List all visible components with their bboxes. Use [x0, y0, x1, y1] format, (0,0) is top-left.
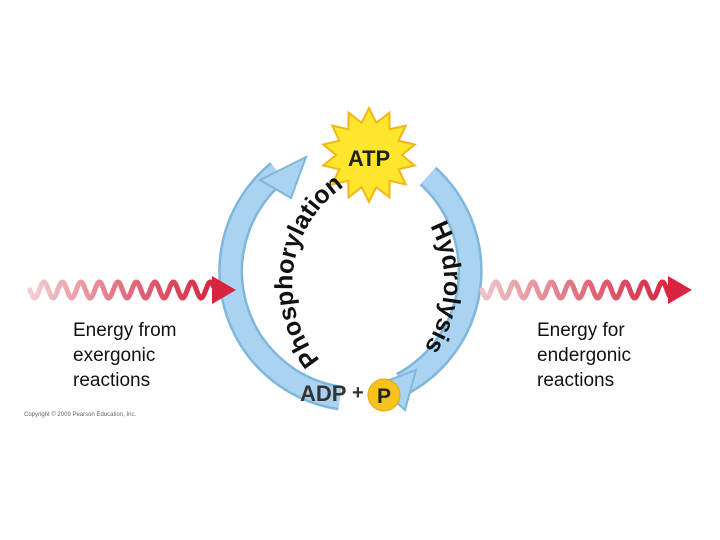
exergonic-arrowhead	[212, 276, 236, 304]
endergonic-wave-line	[479, 279, 673, 301]
exergonic-label: Energy from exergonic reactions	[73, 320, 177, 391]
atp-starburst-shape	[321, 105, 417, 205]
copyright-notice: Copyright © 2009 Pearson Education, Inc.	[24, 412, 137, 418]
exergonic-energy-wave	[27, 276, 236, 304]
phosphate-circle	[367, 378, 401, 412]
atp-burst: ATP	[321, 105, 417, 205]
endergonic-label: Energy for endergonic reactions	[537, 320, 632, 391]
phosphate-label: P	[377, 385, 391, 408]
endergonic-energy-wave	[479, 276, 692, 304]
phosphorylation-label: Phosphorylation	[270, 169, 348, 373]
endergonic-arrowhead	[668, 276, 692, 304]
exergonic-wave-line	[27, 279, 217, 301]
plus-sign: +	[352, 382, 364, 404]
adp-label: ADP	[300, 381, 346, 406]
phosphorylation-label-path: Phosphorylation	[270, 169, 348, 373]
atp-label: ATP	[348, 146, 390, 171]
phosphorylation-arrow	[218, 154, 342, 411]
adp-phosphate: ADP + P	[300, 378, 401, 412]
